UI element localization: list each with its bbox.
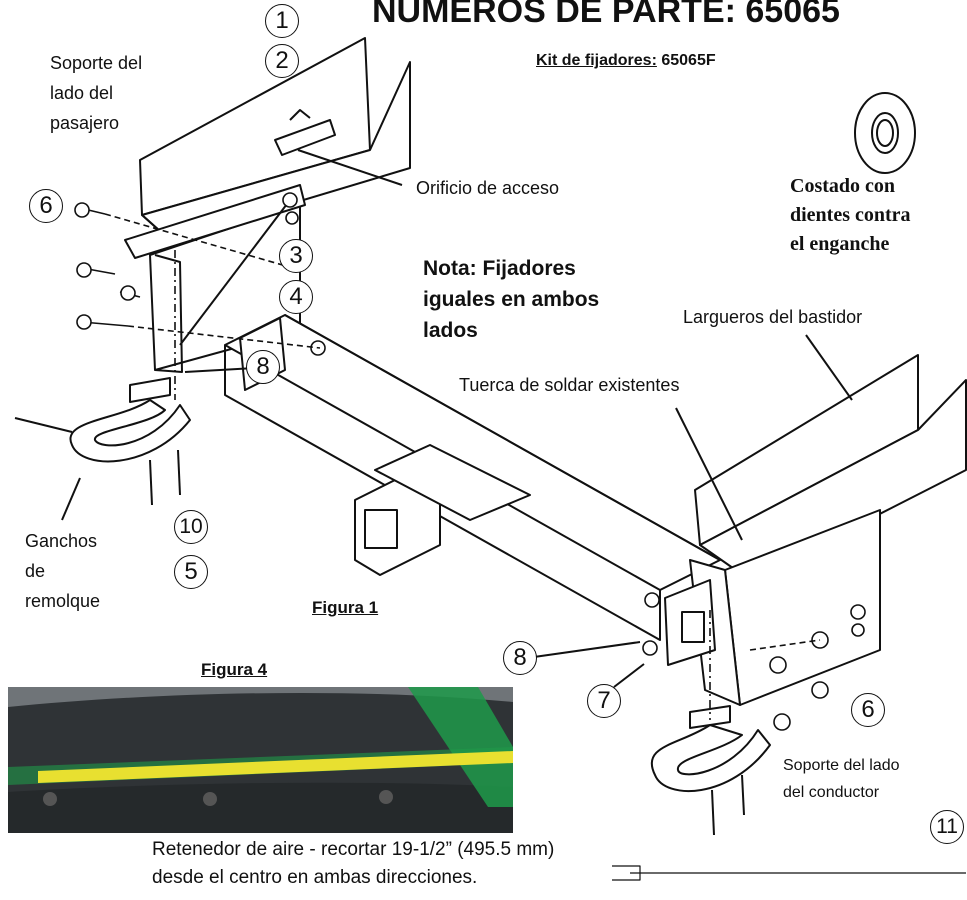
callout-6-passenger: 6 (29, 189, 63, 223)
tow-hooks-line: remolque (25, 591, 101, 611)
driver-support-line: del conductor (783, 784, 880, 801)
caption-line: desde el centro en ambas direcciones. (152, 867, 478, 888)
driver-tow-hook (650, 705, 771, 836)
note-line: Nota: Fijadores (423, 257, 576, 280)
frame-rails-label: Largueros del bastidor (683, 307, 863, 327)
callout-6-driver: 6 (851, 693, 885, 727)
callout-11: 11 (930, 810, 964, 844)
tow-hooks-label: Ganchos de remolque (25, 526, 100, 616)
washer-note-line: dientes contra (790, 204, 911, 226)
tow-hooks-line: de (25, 561, 46, 581)
air-retainer-illustration (8, 687, 513, 833)
callout-5: 5 (174, 555, 208, 589)
passenger-support-line: pasajero (50, 113, 120, 133)
callout-4: 4 (279, 280, 313, 314)
washer-note-line: Costado con (790, 175, 896, 197)
caption-line: Retenedor de aire - recortar 19-1/2” (49… (152, 839, 555, 860)
receiver-tube (354, 444, 531, 576)
figure-4-label: Figura 4 (201, 660, 268, 679)
callout-8-passenger: 8 (246, 350, 280, 384)
page-title: NUMEROS DE PARTE: 65065 (372, 0, 840, 30)
callout-1: 1 (265, 4, 299, 38)
tow-hooks-line: Ganchos (25, 531, 98, 551)
callout-10: 10 (174, 510, 208, 544)
note-line: lados (423, 319, 478, 342)
passenger-support-label: Soporte del lado del pasajero (50, 48, 142, 138)
passenger-bolts (74, 192, 326, 400)
fastener-kit-value: 65065F (661, 52, 716, 69)
driver-bolts (642, 592, 866, 731)
driver-support-label: Soporte del lado del conductor (783, 752, 900, 806)
callout-8-driver: 8 (503, 641, 537, 675)
driver-support-line: Soporte del lado (783, 757, 900, 774)
figure-4-caption: Retenedor de aire - recortar 19-1/2” (49… (152, 836, 554, 892)
note-line: iguales en ambos (423, 288, 600, 311)
figure-1-label: Figura 1 (312, 598, 379, 617)
passenger-tow-hook (69, 377, 191, 506)
fastener-kit-label: Kit de fijadores: (536, 52, 657, 69)
driver-bracket (664, 509, 881, 706)
leader-lines (14, 149, 853, 688)
callout-3: 3 (279, 239, 313, 273)
weld-nut-label: Tuerca de soldar existentes (459, 375, 680, 395)
washer-note: Costado con dientes contra el enganche (790, 172, 911, 259)
access-hole-label: Orificio de acceso (416, 178, 560, 198)
serrated-washer (854, 92, 916, 174)
passenger-support-line: Soporte del (50, 53, 143, 73)
callout-7: 7 (587, 684, 621, 718)
passenger-support-line: lado del (50, 83, 114, 103)
fastener-kit: Kit de fijadores: 65065F (536, 52, 716, 70)
washer-note-line: el enganche (790, 233, 890, 255)
air-retainer-photo (8, 687, 513, 833)
fastener-note: Nota: Fijadores iguales en ambos lados (423, 253, 599, 346)
callout-2: 2 (265, 44, 299, 78)
